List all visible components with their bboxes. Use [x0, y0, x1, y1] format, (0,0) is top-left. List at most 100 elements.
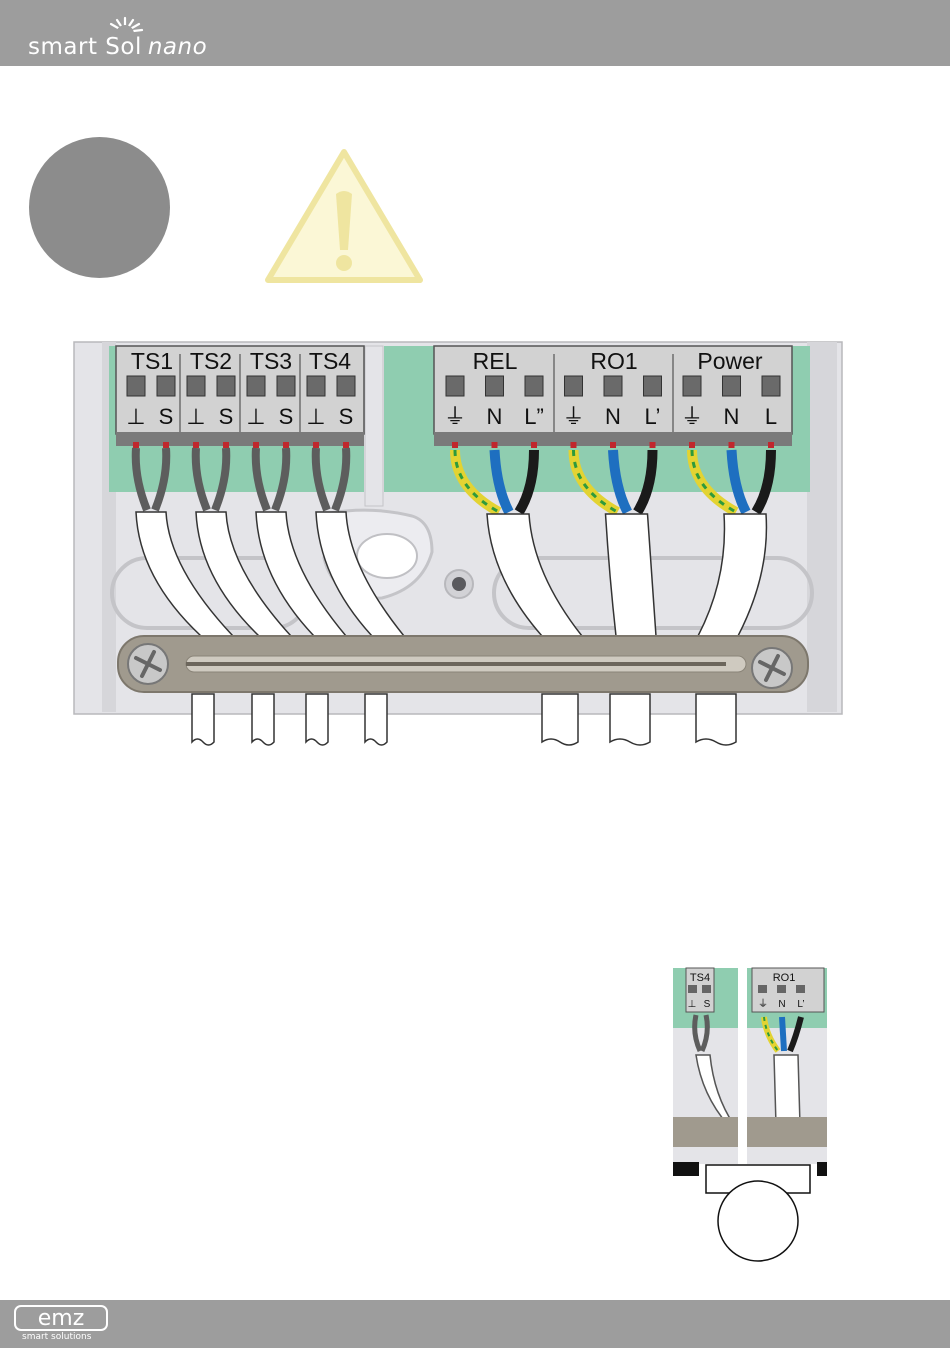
- inset-wire-blue: [782, 1017, 784, 1051]
- power-pin-label: ⏚: [562, 404, 584, 429]
- inset-right-cable: [774, 1055, 800, 1125]
- mounting-hole-inner: [357, 534, 417, 578]
- terminal-pin-box: [604, 376, 622, 396]
- terminal-pin-box: [217, 376, 235, 396]
- terminal-contact: [452, 442, 458, 448]
- cable-stub: [306, 694, 328, 745]
- divider-wall: [365, 346, 383, 506]
- terminal-contact: [163, 442, 169, 448]
- screw-right-icon: [752, 648, 792, 688]
- inset-right-label: RO1: [773, 972, 796, 984]
- inset-right-pin-label: N: [778, 999, 785, 1010]
- terminal-contact: [343, 442, 349, 448]
- emz-logo: emz: [14, 1305, 108, 1331]
- power-group-label: REL: [473, 348, 518, 374]
- housing-edge-right: [807, 342, 837, 712]
- footer-band: emz smart solutions: [0, 1300, 950, 1348]
- sensor-pin-label: ⊥: [246, 404, 265, 429]
- sensor-pin-label: ⊥: [186, 404, 205, 429]
- screw-left-icon: [128, 644, 168, 684]
- warning-icon: [262, 146, 426, 286]
- cable-stub: [610, 694, 650, 745]
- terminal-pin-box: [187, 376, 205, 396]
- power-pin-label: ⏚: [444, 404, 466, 429]
- sensor-pin-label: S: [159, 404, 174, 429]
- inset-callout-circle: [718, 1181, 798, 1261]
- terminal-contact: [531, 442, 537, 448]
- terminal-contact: [650, 442, 656, 448]
- power-pin-label: L: [765, 404, 777, 429]
- brand-main: smart Sol: [28, 34, 142, 60]
- sensor-group-label: TS2: [190, 348, 232, 374]
- power-group-labels: REL RO1 Power: [473, 348, 763, 374]
- sensor-pin-label: ⊥: [126, 404, 145, 429]
- inset-detail: TS4 ⊥ S RO1 ⏚ N L’: [670, 965, 830, 1265]
- terminal-pin-box: [277, 376, 295, 396]
- terminal-contact: [313, 442, 319, 448]
- inset-right-pin-label: L’: [797, 999, 804, 1010]
- terminal-contact: [223, 442, 229, 448]
- power-pin-label: L’: [645, 404, 661, 429]
- terminal-pin-box: [307, 376, 325, 396]
- inset-left-block: [673, 1162, 699, 1176]
- power-pin-label: N: [605, 404, 621, 429]
- sensor-pin-label: S: [279, 404, 294, 429]
- terminal-contact: [133, 442, 139, 448]
- step-circle: [29, 137, 170, 278]
- terminal-contact: [283, 442, 289, 448]
- power-pin-label: ⏚: [681, 404, 703, 429]
- terminal-pin-box: [127, 376, 145, 396]
- sensor-pin-label: ⊥: [306, 404, 325, 429]
- power-pin-label: N: [724, 404, 740, 429]
- inset-right-pin-box: [758, 985, 767, 993]
- header-band: smart Solnano: [0, 0, 950, 66]
- terminal-contact: [689, 442, 695, 448]
- terminal-pin-box: [565, 376, 583, 396]
- inset-right-pin-box: [796, 985, 805, 993]
- cable-stub: [252, 694, 274, 745]
- inset-right-block: [817, 1162, 827, 1176]
- wiring-diagram: TS1 TS2 TS3 TS4 ⊥ S ⊥ S ⊥ S ⊥ S REL RO1 Power ⏚…: [72, 338, 844, 750]
- terminal-contact: [253, 442, 259, 448]
- terminal-contact: [768, 442, 774, 448]
- inset-left-pin-box: [688, 985, 697, 993]
- cable-stub: [365, 694, 387, 745]
- inset-right-bar: [747, 1117, 827, 1147]
- inset-left-label: TS4: [690, 972, 710, 984]
- cable-stub: [192, 694, 214, 745]
- power-pin-label: L”: [524, 404, 544, 429]
- sensor-terminal-base: [116, 432, 364, 446]
- power-group-label: Power: [697, 348, 763, 374]
- terminal-contact: [492, 442, 498, 448]
- terminal-contact: [571, 442, 577, 448]
- inset-left-pin-label: ⊥: [688, 999, 697, 1010]
- terminal-pin-box: [486, 376, 504, 396]
- emz-tagline: smart solutions: [22, 1332, 91, 1342]
- sensor-pin-label: S: [219, 404, 234, 429]
- terminal-pin-box: [446, 376, 464, 396]
- sensor-group-label: TS4: [309, 348, 351, 374]
- terminal-pin-box: [762, 376, 780, 396]
- terminal-pin-box: [723, 376, 741, 396]
- inset-left-pin-label: S: [704, 999, 711, 1010]
- inset-right-pin-box: [777, 985, 786, 993]
- inset-right-pin-label: ⏚: [758, 998, 768, 1010]
- terminal-contact: [610, 442, 616, 448]
- terminal-contact: [193, 442, 199, 448]
- sensor-group-label: TS1: [131, 348, 173, 374]
- terminal-pin-box: [337, 376, 355, 396]
- power-pin-label: N: [487, 404, 503, 429]
- cable-stub: [696, 694, 736, 745]
- terminal-pin-box: [247, 376, 265, 396]
- power-group-label: RO1: [590, 348, 637, 374]
- terminal-pin-box: [525, 376, 543, 396]
- strain-relief-line: [186, 662, 726, 666]
- terminal-pin-box: [644, 376, 662, 396]
- cable-stub: [542, 694, 578, 745]
- sensor-pin-label: S: [339, 404, 354, 429]
- screw-hole-center: [452, 577, 466, 591]
- brand-sub: nano: [148, 34, 207, 60]
- sensor-group-label: TS3: [250, 348, 292, 374]
- inset-left-bar: [673, 1117, 738, 1147]
